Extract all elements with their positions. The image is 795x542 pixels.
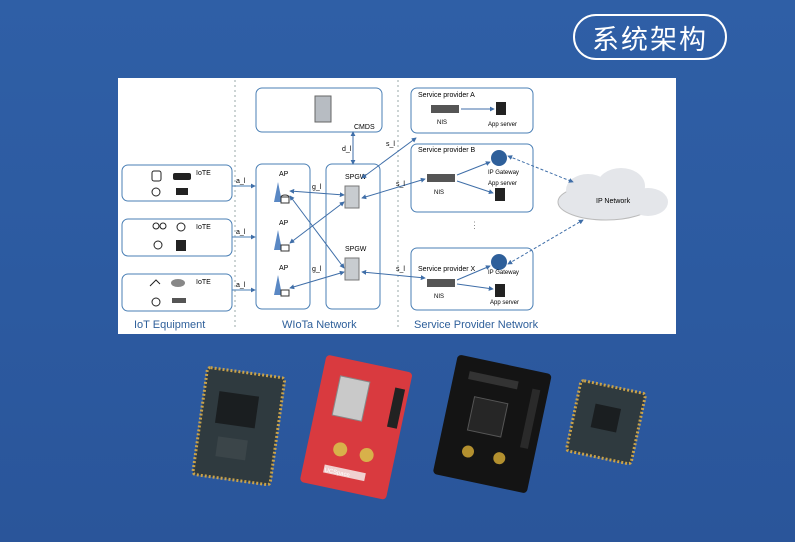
module-board-2: [565, 379, 647, 466]
ap-3: AP: [274, 265, 290, 297]
section-label-wiota: WIoTa Network: [282, 319, 357, 331]
drone-icon: [172, 298, 186, 303]
lock-icon: [151, 170, 162, 182]
diagram-canvas: IoTE IoTE IoTE a_l a_l a_l AP AP: [121, 80, 668, 331]
svg-text:IP Gateway: IP Gateway: [488, 170, 519, 176]
section-label-iot: IoT Equipment: [134, 319, 205, 331]
svg-text:Service provider B: Service provider B: [418, 147, 476, 154]
svg-text:SPGW: SPGW: [345, 174, 367, 181]
svg-text:IoTE: IoTE: [196, 224, 211, 231]
architecture-diagram: IoTE IoTE IoTE a_l a_l a_l AP AP: [118, 78, 676, 334]
page-title: 系统架构: [573, 14, 727, 60]
red-board-brand: UCSpace: [324, 468, 351, 479]
svg-text:g_l: g_l: [312, 266, 322, 273]
svg-text:g_l: g_l: [312, 184, 322, 191]
bicycle-icon: [151, 187, 161, 197]
svg-text:⋮: ⋮: [470, 220, 479, 230]
ap-1: AP: [274, 171, 290, 204]
spgw-server-1: [344, 185, 360, 209]
bulb-icon: [176, 222, 186, 232]
iot-group-2: IoTE: [121, 218, 233, 257]
svg-text:IP Gateway: IP Gateway: [488, 270, 519, 276]
svg-text:a_l: a_l: [236, 282, 246, 289]
svg-text:IoTE: IoTE: [196, 279, 211, 286]
svg-text:NIS: NIS: [437, 120, 447, 126]
svg-text:CMDS: CMDS: [354, 124, 375, 131]
robot-arm-icon: [149, 279, 161, 287]
cmds-server: [314, 95, 332, 123]
watch-icon: [153, 240, 163, 250]
svg-text:a_l: a_l: [236, 178, 246, 185]
svg-text:App server: App server: [488, 122, 517, 128]
module-board-1: [191, 366, 287, 487]
svg-text:Service provider X: Service provider X: [418, 266, 476, 273]
app-server-a-icon: [496, 102, 506, 115]
app-server-x-icon: [495, 284, 505, 297]
svg-text:App server: App server: [490, 300, 519, 306]
bus-icon: [173, 173, 191, 180]
gauge-icon: [151, 297, 161, 307]
black-dev-board: [433, 355, 552, 493]
nis-x-icon: [427, 279, 455, 287]
svg-text:SPGW: SPGW: [345, 246, 367, 253]
section-label-provider: Service Provider Network: [414, 319, 539, 331]
iot-group-3: IoTE: [121, 273, 233, 312]
spgw-server-2: [344, 257, 360, 281]
iot-group-1: IoTE: [121, 164, 233, 202]
svg-text:NIS: NIS: [434, 294, 444, 300]
ip-network-cloud: IP Network: [557, 168, 668, 221]
nis-b-icon: [427, 174, 455, 182]
svg-text:d_l: d_l: [342, 146, 352, 153]
svg-text:AP: AP: [279, 265, 289, 272]
iote-label-1: IoTE: [196, 170, 211, 177]
svg-text:s_l: s_l: [386, 141, 395, 148]
svg-text:App server: App server: [488, 181, 517, 187]
svg-text:a_l: a_l: [236, 229, 246, 236]
svg-text:NIS: NIS: [434, 190, 444, 196]
ip-gateway-x-icon: [491, 254, 507, 270]
sensor-icon: [171, 279, 185, 287]
ip-gateway-b-icon: [491, 150, 507, 166]
antenna-icon: [274, 182, 282, 202]
robot-icon: [176, 240, 186, 251]
nis-a-icon: [431, 105, 459, 113]
svg-text:AP: AP: [279, 220, 289, 227]
glasses-icon: [152, 222, 160, 230]
svg-text:s_l: s_l: [396, 181, 405, 188]
app-server-b-icon: [495, 188, 505, 201]
ap-2: AP: [274, 220, 290, 252]
svg-text:IP Network: IP Network: [596, 198, 631, 205]
hardware-boards: UCSpace: [191, 355, 647, 500]
ap-column: [255, 163, 311, 310]
svg-text:s_l: s_l: [396, 266, 405, 273]
provider-a-box: [410, 87, 534, 134]
cow-icon: [176, 188, 188, 195]
red-dev-board: UCSpace: [300, 355, 412, 500]
svg-text:Service provider A: Service provider A: [418, 92, 475, 99]
svg-text:AP: AP: [279, 171, 289, 178]
